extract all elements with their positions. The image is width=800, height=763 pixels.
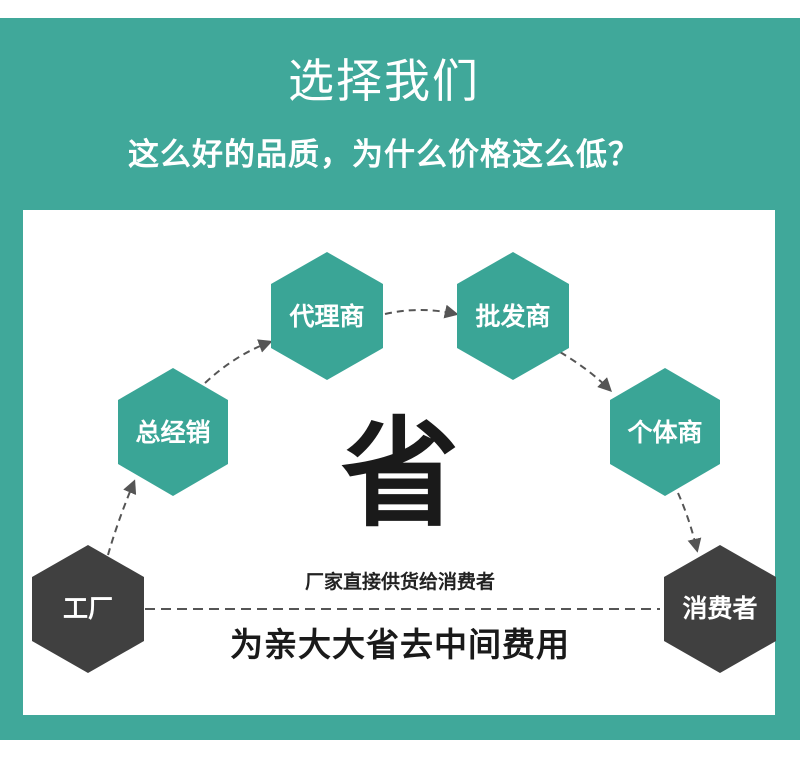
node-factory-label: 工厂 xyxy=(62,594,113,623)
node-retailer-label: 个体商 xyxy=(627,418,703,447)
node-agent-label: 代理商 xyxy=(289,302,365,331)
node-consumer-label: 消费者 xyxy=(682,594,758,623)
node-general-distributor-label: 总经销 xyxy=(135,418,211,447)
save-message: 为亲大大省去中间费用 xyxy=(230,625,570,664)
hex-wholesaler xyxy=(457,252,569,380)
arrow-retailer-to-consumer xyxy=(677,492,702,553)
page-subtitle: 这么好的品质，为什么价格这么低？ xyxy=(128,137,640,173)
arrow-wholesaler-to-retailer xyxy=(559,351,612,392)
node-wholesaler-label: 批发商 xyxy=(475,302,551,331)
hex-consumer xyxy=(664,545,776,673)
save-big-char: 省 xyxy=(340,405,459,543)
arrow-agent-to-wholesaler xyxy=(384,304,459,319)
hex-agent xyxy=(271,252,383,380)
hex-retailer xyxy=(610,368,720,496)
hex-factory xyxy=(32,545,144,673)
arrow-factory-to-distributor xyxy=(107,479,137,556)
page-title: 选择我们 xyxy=(288,54,480,108)
arrow-distributor-to-agent xyxy=(204,339,273,384)
direct-supply-text: 厂家直接供货给消费者 xyxy=(304,571,495,593)
hex-general-distributor xyxy=(118,368,228,496)
